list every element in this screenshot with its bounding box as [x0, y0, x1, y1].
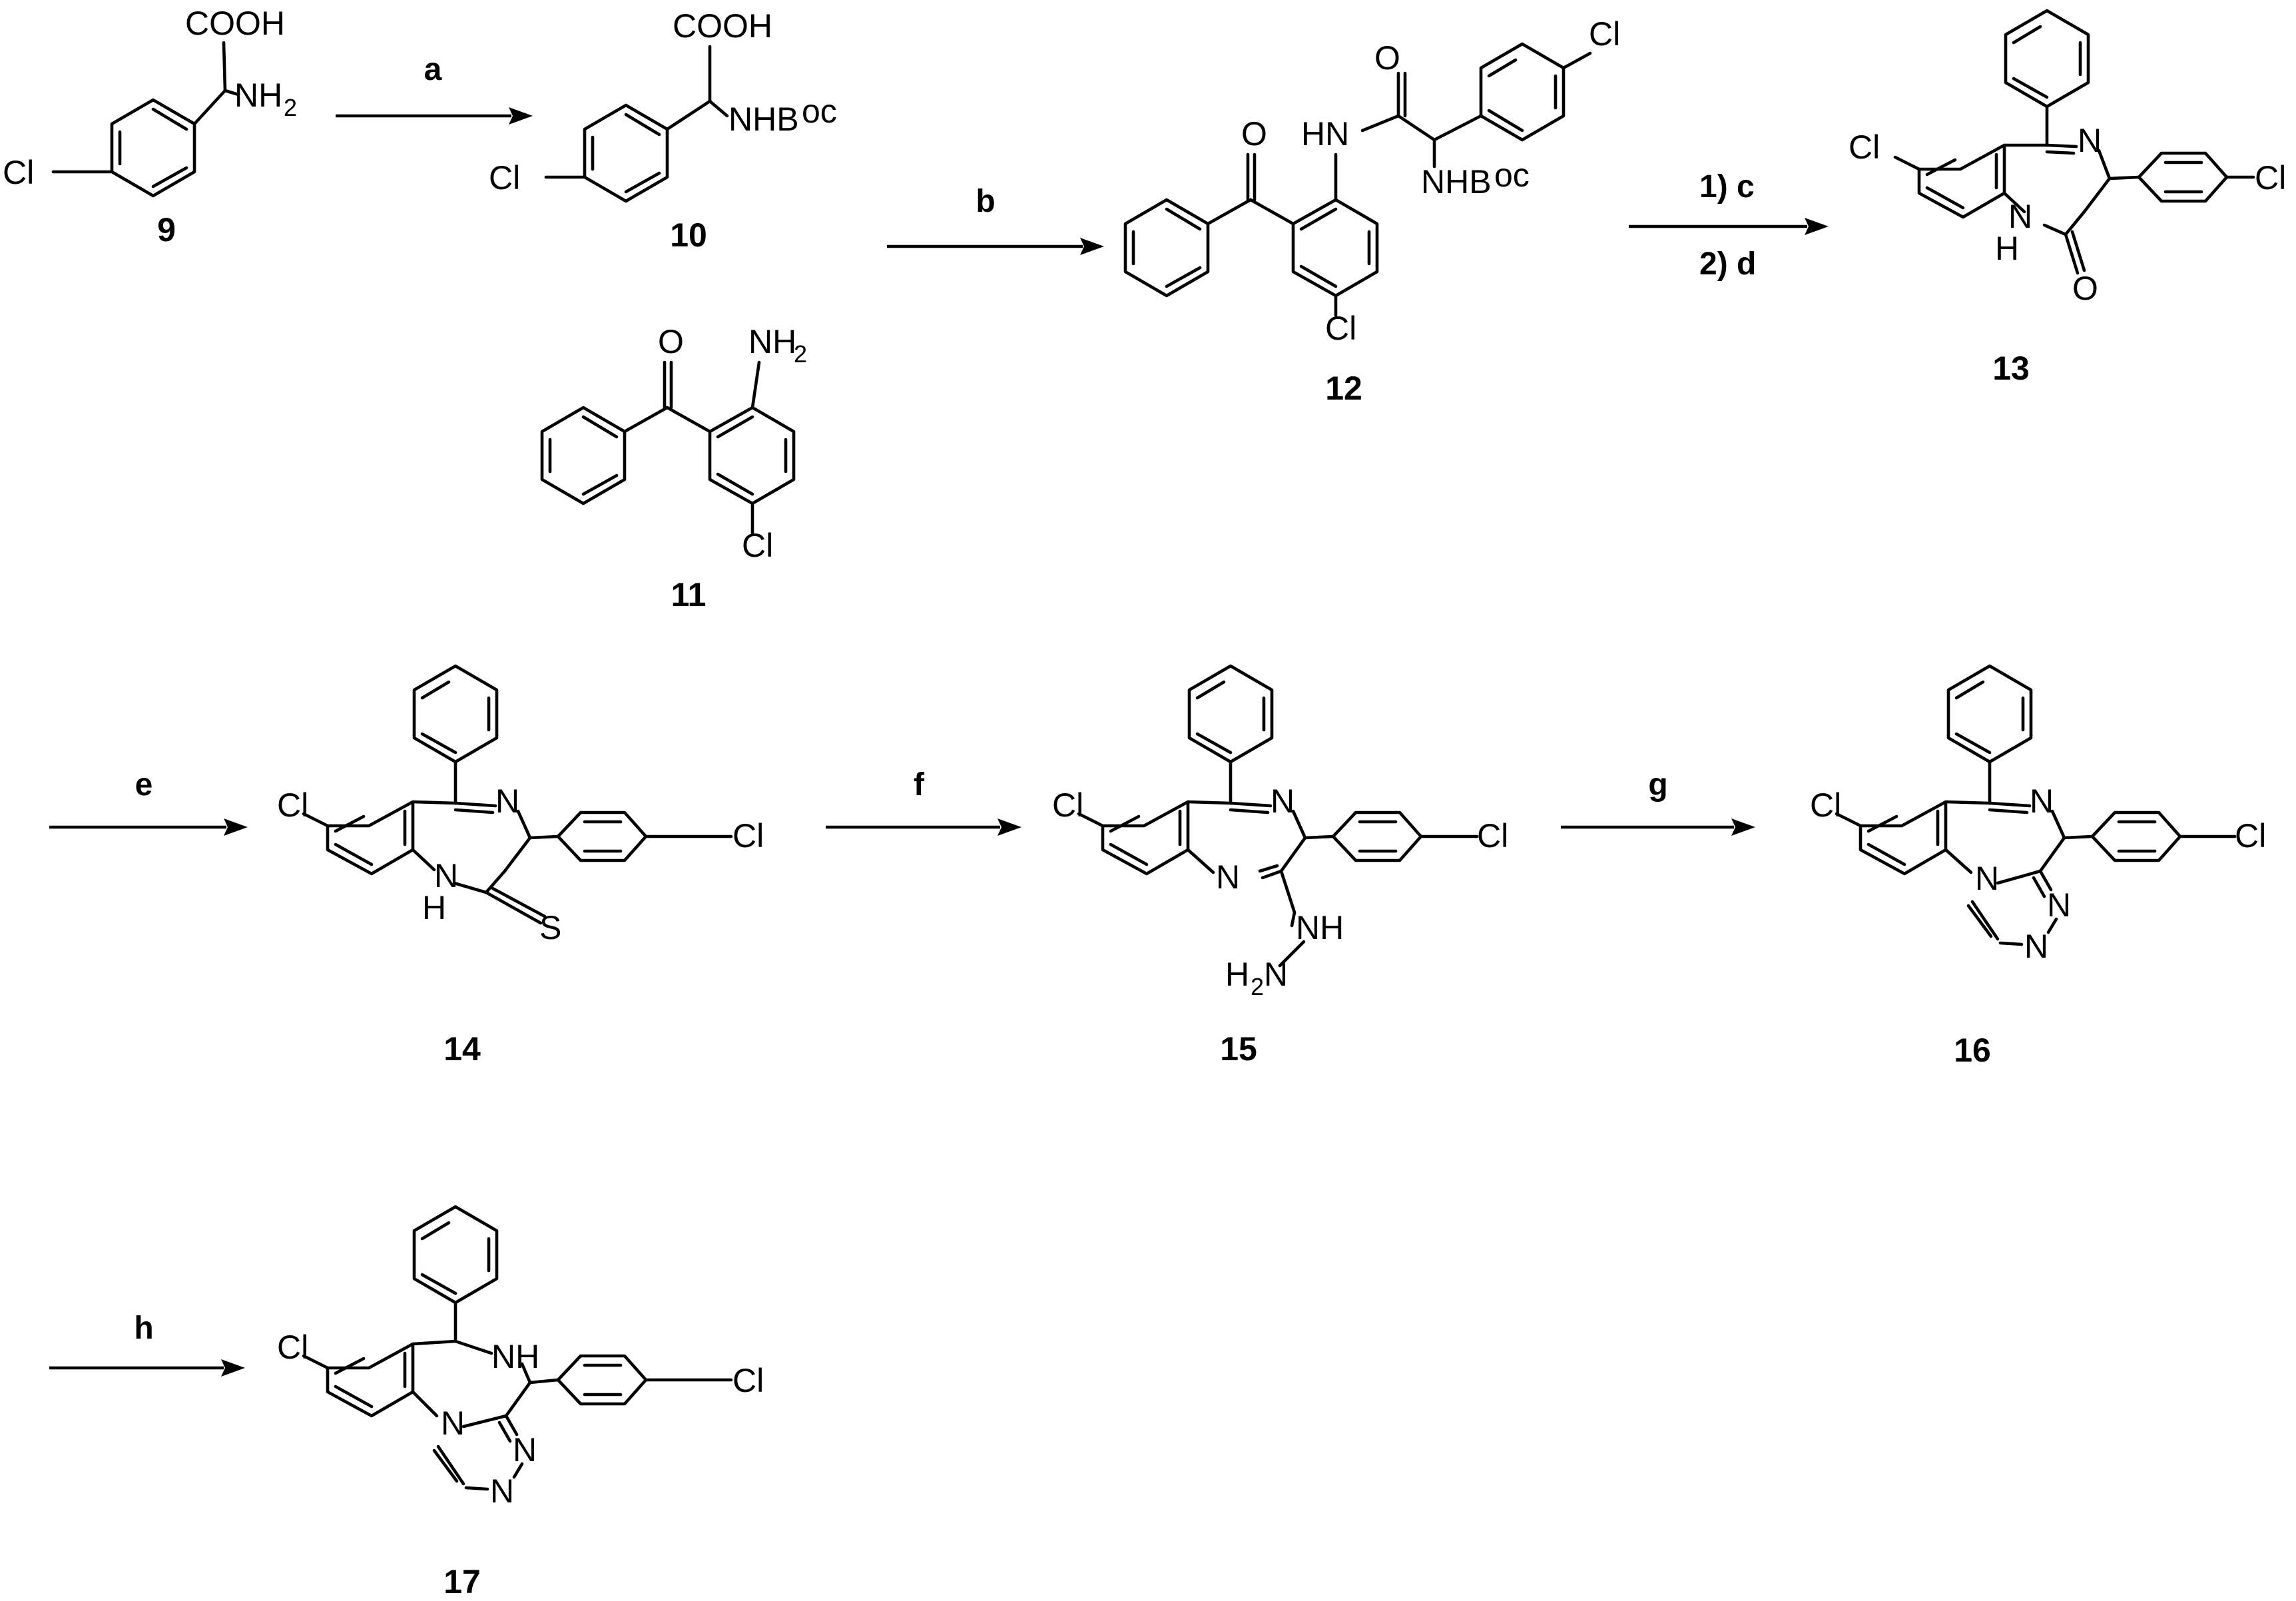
atom-label: NH	[491, 1338, 539, 1375]
atom-label: N	[1216, 858, 1240, 896]
arrow-cd: 1) c 2) d	[1629, 169, 1829, 282]
atom-label: Cl	[277, 787, 308, 824]
atom-label: N	[513, 1431, 537, 1468]
atom-label: NHB	[1421, 163, 1492, 200]
atom-label: Cl	[1810, 787, 1841, 824]
atom-label: N	[2047, 886, 2071, 924]
arrow-a: a	[336, 52, 533, 125]
atom-subscript: 2	[284, 94, 297, 121]
atom-label: Cl	[1589, 15, 1620, 53]
compound-11: O NH 2 Cl 11	[540, 323, 807, 613]
compound-15: N Cl N NH H 2 N Cl 15	[1052, 664, 1508, 1068]
compound-label-11: 11	[671, 576, 707, 613]
atom-label: Cl	[277, 1329, 308, 1366]
atom-subscript: 2	[1251, 973, 1264, 1000]
atom-label: N	[434, 857, 458, 894]
compound-10: COOH NHB oc Cl 10	[489, 7, 837, 254]
compound-label-16: 16	[1954, 1032, 1991, 1069]
arrow-h: h	[49, 1311, 245, 1377]
atom-label: N	[2008, 198, 2032, 235]
atom-label: Cl	[2255, 159, 2286, 196]
atom-label: Cl	[742, 527, 773, 564]
compound-label-10: 10	[670, 216, 707, 254]
atom-label: NH	[1296, 909, 1344, 946]
arrow-b: b	[887, 184, 1104, 255]
atom-label: N	[1975, 860, 1999, 897]
atom-label: Cl	[1052, 787, 1083, 824]
atom-label: COOH	[673, 7, 772, 45]
compound-17: NH Cl N N N Cl 17	[277, 1205, 764, 1600]
atom-label: O	[2072, 270, 2098, 307]
atom-label: N	[2078, 122, 2102, 159]
reagent-a: a	[424, 52, 442, 87]
atom-label: NH	[748, 323, 796, 360]
atom-label: oc	[802, 93, 837, 130]
compound-label-9: 9	[157, 211, 176, 248]
compound-9: COOH NH 2 Cl 9	[3, 5, 297, 248]
atom-label: NHB	[728, 101, 799, 138]
arrow-f: f	[826, 767, 1021, 836]
compound-12: O HN O NHB oc Cl Cl 12	[1123, 15, 1620, 407]
arrow-e: e	[49, 767, 248, 836]
reagent-b: b	[976, 184, 995, 219]
compound-label-17: 17	[443, 1563, 481, 1600]
reagent-c: 1) c	[1699, 169, 1755, 204]
atom-label: O	[658, 323, 684, 360]
atom-label: H	[1995, 230, 2019, 267]
atom-label: COOH	[185, 5, 285, 42]
atom-label: N	[1264, 956, 1288, 993]
atom-label: Cl	[2235, 817, 2266, 854]
compound-label-13: 13	[1992, 350, 2030, 387]
compound-label-15: 15	[1220, 1030, 1257, 1068]
atom-label: S	[539, 909, 561, 946]
arrow-g: g	[1561, 767, 1755, 836]
reagent-g: g	[1648, 767, 1667, 802]
compound-14: N Cl N H S Cl 14	[277, 664, 764, 1068]
reagent-h: h	[134, 1311, 153, 1346]
atom-label: H	[1225, 956, 1249, 993]
atom-subscript: 2	[794, 340, 807, 368]
compound-label-14: 14	[443, 1030, 481, 1068]
atom-label: N	[2030, 783, 2054, 820]
compound-label-12: 12	[1325, 370, 1362, 407]
atom-label: O	[1374, 39, 1400, 77]
atom-label: N	[2024, 928, 2048, 965]
atom-label: Cl	[732, 1362, 764, 1399]
atom-label: Cl	[1325, 310, 1356, 347]
atom-label: HN	[1301, 115, 1349, 153]
atom-label: Cl	[489, 159, 520, 196]
atom-label: N	[495, 783, 519, 820]
atom-label: oc	[1494, 157, 1530, 194]
atom-label: O	[1241, 115, 1267, 153]
atom-label: Cl	[1849, 129, 1880, 166]
reagent-d: 2) d	[1699, 246, 1756, 282]
compound-16: N Cl N N N Cl 16	[1810, 664, 2266, 1069]
atom-label: N	[441, 1405, 465, 1442]
atom-label: NH	[234, 77, 282, 114]
reagent-e: e	[135, 767, 153, 802]
atom-label: N	[490, 1472, 514, 1510]
atom-label: Cl	[732, 817, 764, 854]
reagent-f: f	[914, 767, 925, 802]
atom-label: N	[1271, 783, 1294, 820]
atom-label: H	[422, 889, 446, 926]
atom-label: Cl	[1477, 817, 1508, 854]
compound-13: N Cl N H O Cl 13	[1849, 9, 2286, 387]
atom-label: Cl	[3, 154, 34, 191]
